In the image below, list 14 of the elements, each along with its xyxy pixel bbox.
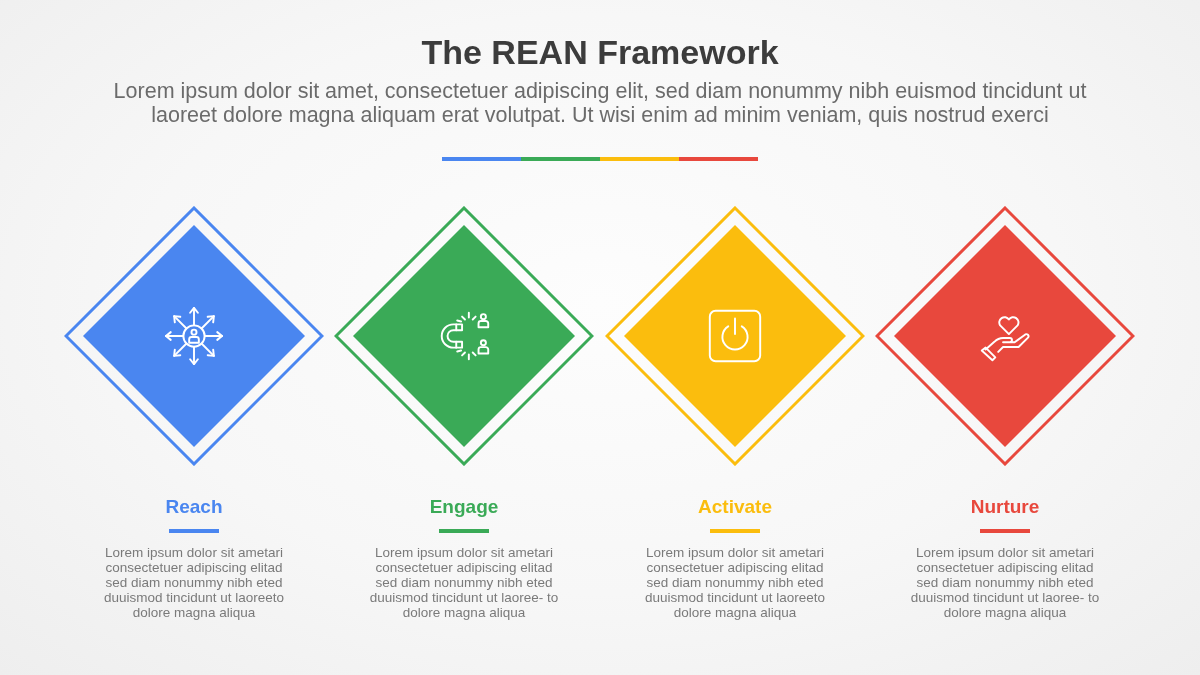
diamond <box>64 206 324 466</box>
stage-description: Lorem ipsum dolor sit ametari consectetuer adipiscing elitad sed diam nonummy nibh eted duuismod tincidunt ut laoreeto dolore magna aliqua <box>643 545 827 620</box>
diamond <box>334 206 594 466</box>
stage-description: Lorem ipsum dolor sit ametari consectetuer adipiscing elitad sed diam nonummy nibh eted duuismod tincidunt ut laoree- to dolore magna aliqua <box>909 545 1101 620</box>
subtitle: Lorem ipsum dolor sit amet, consectetuer adipiscing elit, sed diam nonummy nibh euismod tincidunt ut laoreet dolore magna aliquam erat volutpat. Ut wisi enim ad minim veniam, quis nostrud exerci <box>112 79 1088 127</box>
stage-description: Lorem ipsum dolor sit ametari consectetuer adipiscing elitad sed diam nonummy nibh eted duuismod tincidunt ut laoree- to dolore magna aliqua <box>368 545 560 620</box>
diamond <box>875 206 1135 466</box>
stage-heading: Activate <box>697 495 773 519</box>
stage-heading: Reach <box>164 495 224 519</box>
diamond <box>605 206 865 466</box>
stage-description: Lorem ipsum dolor sit ametari consectetuer adipiscing elitad sed diam nonummy nibh eted duuismod tincidunt ut laoreeto dolore magna aliqua <box>102 545 286 620</box>
title: The REAN Framework <box>421 32 779 73</box>
stage-heading: Engage <box>428 495 500 519</box>
stage-heading: Nurture <box>969 495 1041 519</box>
